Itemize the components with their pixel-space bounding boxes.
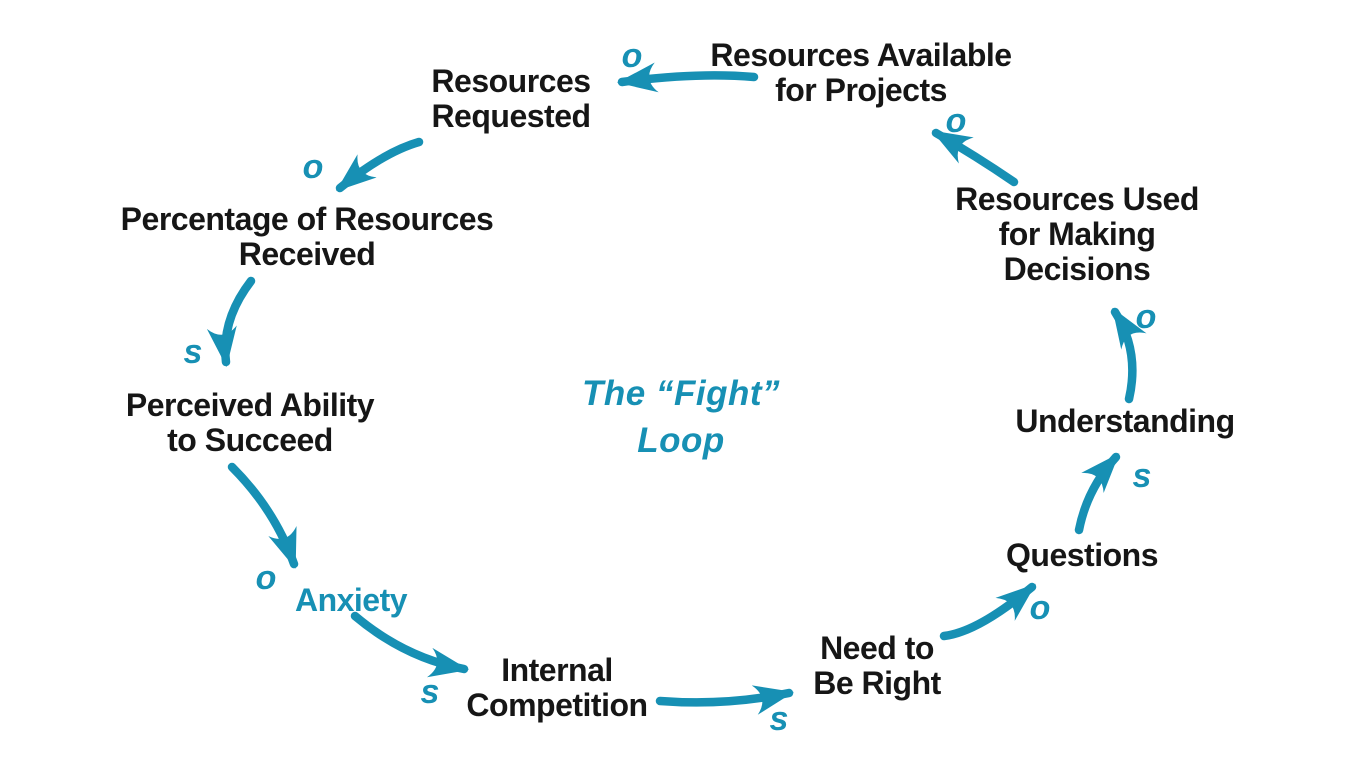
loop-title: The “Fight” Loop — [582, 370, 780, 464]
node-line: Requested — [431, 98, 591, 134]
polarity-label-need-questions: o — [1029, 589, 1051, 627]
polarity-label-requested-percentage: o — [302, 148, 324, 186]
arrow-understanding-to-used — [1110, 307, 1147, 404]
arrow-need-to-questions — [939, 582, 1037, 641]
node-line: Decisions — [1003, 251, 1151, 287]
node-resources-requested: Resources Requested — [431, 63, 591, 134]
node-anxiety: Anxiety — [294, 582, 408, 618]
node-line: Received — [238, 236, 376, 272]
node-line: Need to — [820, 630, 934, 666]
loop-title-line: The “Fight” — [582, 374, 780, 413]
arrow-anxiety-to-internal — [350, 611, 469, 678]
polarity-label-questions-understanding: s — [1132, 457, 1152, 495]
polarity-label-understanding-used: o — [1135, 298, 1157, 336]
polarity-label-anxiety-internal: s — [420, 673, 440, 711]
node-line: Resources — [431, 63, 591, 99]
node-line: Be Right — [813, 665, 941, 701]
arrow-used-to-available — [931, 128, 1019, 187]
polarity-label-internal-need: s — [769, 700, 789, 738]
node-line: Resources Available — [710, 37, 1012, 73]
arrow-internal-to-need — [655, 685, 794, 715]
node-line: for Making — [998, 216, 1156, 252]
arrow-questions-to-understanding — [1074, 452, 1121, 535]
arrow-available-to-requested — [617, 62, 759, 93]
arrow-requested-to-percentage — [335, 137, 424, 193]
polarity-label-perceived-anxiety: o — [255, 559, 277, 597]
node-line: Percentage of Resources — [120, 201, 494, 237]
loop-title-line: Loop — [637, 421, 725, 460]
node-understanding: Understanding — [1015, 403, 1235, 439]
node-percentage-of-resources-received: Percentage of Resources Received — [121, 202, 494, 272]
node-perceived-ability-to-succeed: Perceived Ability to Succeed — [125, 387, 375, 458]
node-resources-available-for-projects: Resources Available for Projects — [710, 37, 1012, 108]
node-line: to Succeed — [167, 422, 333, 458]
node-internal-competition: Internal Competition — [466, 652, 648, 723]
node-line: Internal — [501, 652, 613, 688]
node-line: Resources Used — [955, 181, 1199, 217]
polarity-label-used-available: o — [945, 102, 967, 140]
polarity-label-available-requested: o — [621, 37, 643, 75]
node-line: Anxiety — [294, 582, 408, 618]
polarity-label-percentage-perceived: s — [183, 333, 203, 371]
node-questions: Questions — [1006, 538, 1158, 573]
node-line: for Projects — [775, 72, 947, 108]
arrow-perceived-to-anxiety — [227, 462, 299, 569]
node-line: Competition — [466, 687, 648, 723]
arrow-percentage-to-perceived — [206, 276, 256, 367]
node-line: Understanding — [1015, 403, 1235, 439]
node-need-to-be-right: Need to Be Right — [813, 631, 941, 701]
node-resources-used-for-making-decisions: Resources Used for Making Decisions — [955, 182, 1199, 287]
node-line: Questions — [1006, 537, 1158, 573]
node-line: Perceived Ability — [125, 387, 375, 423]
